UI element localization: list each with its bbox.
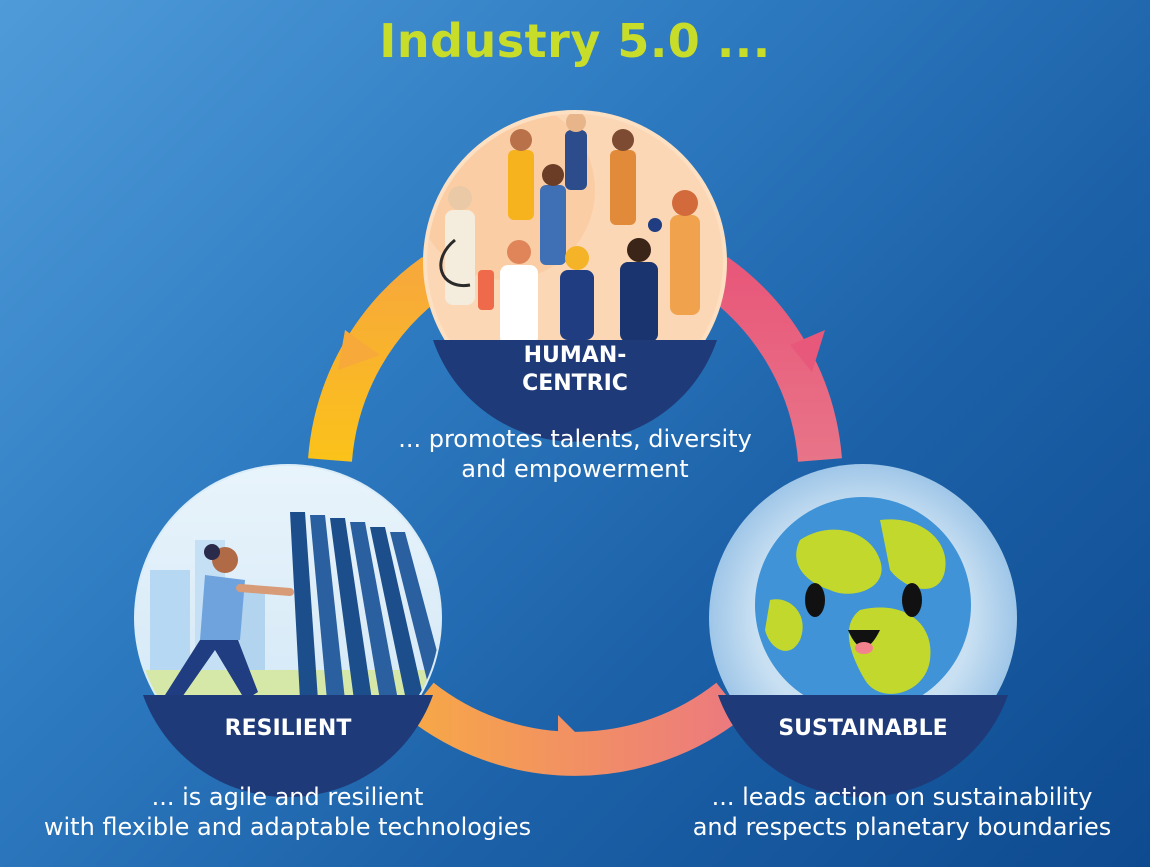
arrow-notch-right <box>790 330 825 372</box>
arc-right <box>702 257 842 463</box>
caption-human-centric: ... promotes talents, diversity and empo… <box>375 424 775 484</box>
caption-sustainable-line1: ... leads action on sustainability <box>711 783 1093 811</box>
caption-human-line1: ... promotes talents, diversity <box>398 425 752 453</box>
globe-eye-left <box>805 583 825 617</box>
person-pushing-illustration <box>165 544 294 700</box>
label-human-line1: HUMAN- <box>524 343 627 368</box>
globe-smile <box>848 630 880 648</box>
caption-sustainable-line2: and respects planetary boundaries <box>692 813 1112 841</box>
caption-sustainable: ... leads action on sustainability and r… <box>672 782 1132 842</box>
caption-human-line2: and empowerment <box>461 455 689 483</box>
diagram-title: Industry 5.0 ... <box>379 14 771 68</box>
label-resilient: RESILIENT <box>225 716 352 741</box>
caption-resilient: ... is agile and resilient with flexible… <box>20 782 555 842</box>
arrow-notch-bottom <box>558 715 578 755</box>
people-illustration <box>439 114 700 345</box>
label-sustainable: SUSTAINABLE <box>778 716 947 741</box>
node-human-centric: HUMAN- CENTRIC <box>423 110 727 442</box>
cycle-ring <box>308 257 842 776</box>
arc-bottom <box>406 682 744 776</box>
node-sustainable: SUSTAINABLE <box>709 464 1017 798</box>
globe-eye-right <box>902 583 922 617</box>
caption-resilient-line1: ... is agile and resilient <box>151 783 424 811</box>
label-human-line2: CENTRIC <box>522 371 628 396</box>
arrow-notch-left <box>338 330 380 370</box>
caption-resilient-line2: with flexible and adaptable technologies <box>43 813 532 841</box>
node-resilient: RESILIENT <box>134 464 442 798</box>
